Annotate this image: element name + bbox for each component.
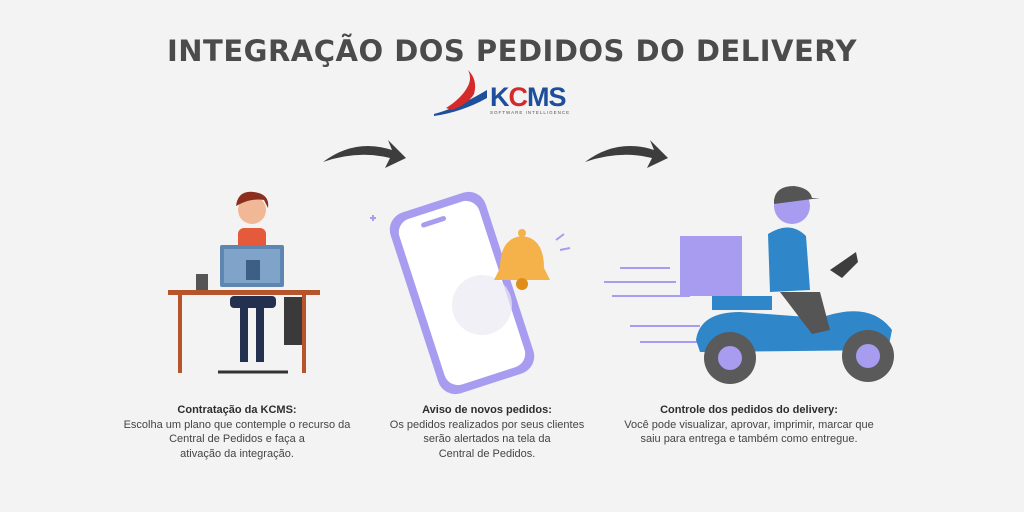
page-title: INTEGRAÇÃO DOS PEDIDOS DO DELIVERY [166,34,858,68]
step-text-line: ativação da integração. [180,447,294,460]
logo-wordmark: KCMS [490,82,566,112]
arrow-right-icon [323,140,406,168]
step-3-description: Controle dos pedidos do delivery: Você p… [604,403,894,447]
step-1-description: Contratação da KCMS: Escolha um plano qu… [102,403,372,461]
step-heading: Aviso de novos pedidos: [422,404,552,416]
step-text-line: saiu para entrega e também como entregue… [640,433,858,445]
kcms-swoosh-icon [434,70,487,116]
step-text-line: Central de Pedidos. [438,447,536,460]
step-heading: Controle dos pedidos do delivery: [660,404,838,416]
delivery-scooter-illustration [604,186,894,384]
arrow-right-icon [585,140,668,168]
step-text-line: Central de Pedidos e faça a [169,433,305,445]
step-heading: Contratação da KCMS: [177,404,297,416]
logo-tagline: SOFTWARE INTELLIGENCE [490,110,571,115]
kcms-logo: KCMS SOFTWARE INTELLIGENCE [432,68,572,120]
bell-icon [494,229,550,290]
step-text-line: Os pedidos realizados por seus clientes [389,418,585,431]
step-2-description: Aviso de novos pedidos: Os pedidos reali… [352,403,622,461]
step-text-line: Você pode visualizar, aprovar, imprimir,… [624,418,874,431]
step-text-line: serão alertados na tela da [423,433,551,445]
phone-notification-illustration [370,191,571,395]
person-at-desk-illustration [168,191,320,374]
step-text-line: Escolha um plano que contemple o recurso… [123,418,351,431]
